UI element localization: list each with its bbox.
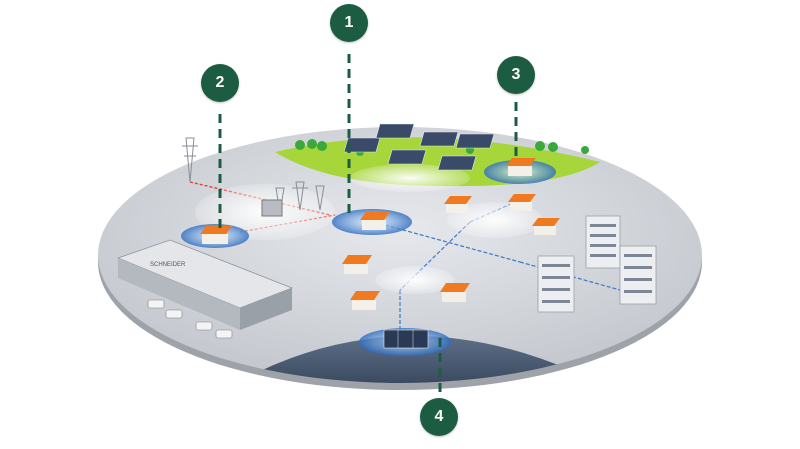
callout-marker-2: 2 xyxy=(201,64,239,102)
tree-icon xyxy=(295,139,589,156)
transmission-tower-icon xyxy=(182,137,325,217)
factory-icon: SCHNEIDER xyxy=(116,239,294,330)
solar-panel-icon xyxy=(343,123,495,171)
car-icon xyxy=(147,299,233,339)
battery-storage-icon xyxy=(383,329,429,349)
building-sign: SCHNEIDER xyxy=(150,262,186,268)
building-windows xyxy=(542,224,652,303)
storage-zone-band xyxy=(258,336,575,383)
callout-marker-3: 3 xyxy=(497,56,535,94)
callout-marker-4: 4 xyxy=(420,398,458,436)
callout-marker-1: 1 xyxy=(330,4,368,42)
marker-leader-lines xyxy=(218,54,518,394)
house-icon xyxy=(200,158,560,310)
